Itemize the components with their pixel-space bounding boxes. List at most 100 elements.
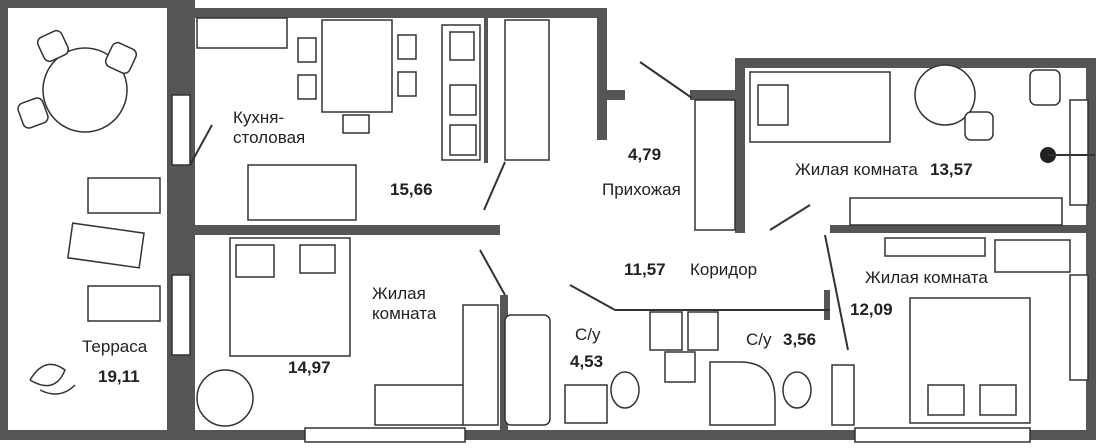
sink-1 (564, 384, 608, 424)
dining-chair-4 (397, 71, 417, 97)
hall-area: 4,79 (628, 145, 662, 164)
window-bottom-living2 (304, 427, 466, 443)
wall-right (1086, 58, 1096, 440)
bathroom-fixtures (504, 311, 812, 426)
window-living3-right (1069, 274, 1089, 381)
wall-top-right (735, 58, 1096, 68)
door-corridor-bath (569, 284, 616, 311)
corridor-area: 11,57 (624, 260, 666, 279)
lounger-1 (87, 177, 161, 214)
living2-name-line2: комната (372, 304, 437, 323)
kitchen-name-line2: столовая (233, 128, 306, 147)
partitions (189, 61, 849, 351)
living2-area: 14,97 (288, 358, 331, 377)
kitchen-area: 15,66 (390, 180, 433, 199)
dining-chair-2 (297, 74, 317, 100)
washer-2 (687, 311, 719, 351)
terrace-furniture (17, 29, 161, 395)
living2-name-line1: Жилая (372, 284, 426, 303)
wall-right-mid (830, 225, 1086, 233)
corridor-name: Коридор (690, 260, 758, 279)
terrace-plant (29, 363, 76, 395)
door-hall (639, 61, 693, 99)
fridge (449, 124, 477, 156)
living1-furniture (694, 64, 1095, 231)
kitchen-wardrobe (504, 19, 550, 161)
wall-bottom (0, 430, 1096, 440)
living1-table (914, 64, 976, 126)
living3-pillow-2 (979, 384, 1017, 416)
living3-pillow-1 (927, 384, 965, 416)
dining-chair-5 (342, 114, 370, 134)
kitchen-hob (449, 84, 477, 116)
door-living1 (769, 204, 811, 231)
living1-pillow (757, 84, 789, 126)
bath2-area: 3,56 (783, 330, 817, 349)
living3-area: 12,09 (850, 300, 893, 319)
dining-table (321, 19, 393, 113)
living3-wardrobe (994, 239, 1071, 273)
wall-bath-left (500, 295, 508, 435)
kitchen-sofa (247, 164, 357, 221)
windows (171, 94, 1089, 443)
wall-hall-top (690, 90, 745, 100)
toilet-2 (782, 371, 812, 409)
washer-1 (649, 311, 683, 351)
wall-terrace-inner (167, 0, 195, 440)
living1-chair (964, 111, 994, 141)
kitchen-name-line1: Кухня- (233, 108, 285, 127)
living1-wardrobe (849, 197, 1063, 226)
hall-name: Прихожая (602, 180, 681, 199)
kitchen-name: Кухня-столовая (233, 108, 305, 148)
living3-radiator (831, 364, 855, 426)
bath1-name: С/у (575, 325, 601, 344)
terrace-chair-3 (17, 97, 49, 129)
dining-chair-3 (397, 34, 417, 60)
door-kitchen (483, 161, 506, 211)
terrace-table (42, 47, 128, 133)
wall-top-left (0, 0, 195, 8)
living3-shelf (884, 237, 986, 257)
bathtub (504, 314, 551, 426)
wall-kitchen-inner (484, 18, 488, 163)
bath1-area: 4,53 (570, 352, 604, 371)
living1-name: Жилая комната (795, 160, 918, 179)
pipe-shaft (664, 351, 696, 383)
terrace-area: 19,11 (98, 367, 140, 386)
window-terrace-left (171, 94, 191, 166)
window-living1-right (1069, 99, 1089, 206)
living2-furniture (196, 237, 499, 427)
living2-armchair (196, 369, 254, 427)
door-living3 (824, 234, 849, 351)
wall-left (0, 0, 8, 440)
living3-name: Жилая комната (865, 268, 988, 287)
bath2-name: С/у (746, 330, 772, 349)
wall-top-kitchen (195, 8, 607, 18)
living2-pillow-1 (235, 244, 275, 278)
terrace-name: Терраса (82, 337, 148, 356)
window-bottom-living3 (854, 427, 1031, 443)
living2-wardrobe (462, 304, 499, 426)
terrace-chair-2 (104, 41, 138, 75)
living3-furniture (831, 237, 1071, 426)
terrace-chair-1 (36, 29, 70, 63)
living1-area: 13,57 (930, 160, 973, 179)
living2-desk (374, 384, 466, 426)
dining-chair-1 (297, 37, 317, 63)
window-living2-left (171, 274, 191, 356)
wall-hall-stub (597, 90, 625, 100)
lounger-2 (66, 222, 145, 269)
wall-living3-left (824, 290, 830, 320)
door-living2 (479, 249, 506, 296)
living2-pillow-2 (299, 244, 336, 274)
hall-wardrobe (694, 99, 736, 231)
kitchen-sink (449, 31, 475, 61)
shower (709, 361, 776, 426)
toilet-1 (610, 371, 640, 409)
wall-right-room-left (735, 58, 745, 233)
wall-kitchen-bottom (195, 225, 500, 235)
kitchen-sideboard (196, 17, 288, 49)
wall-kitchen-right-stub (597, 8, 607, 140)
